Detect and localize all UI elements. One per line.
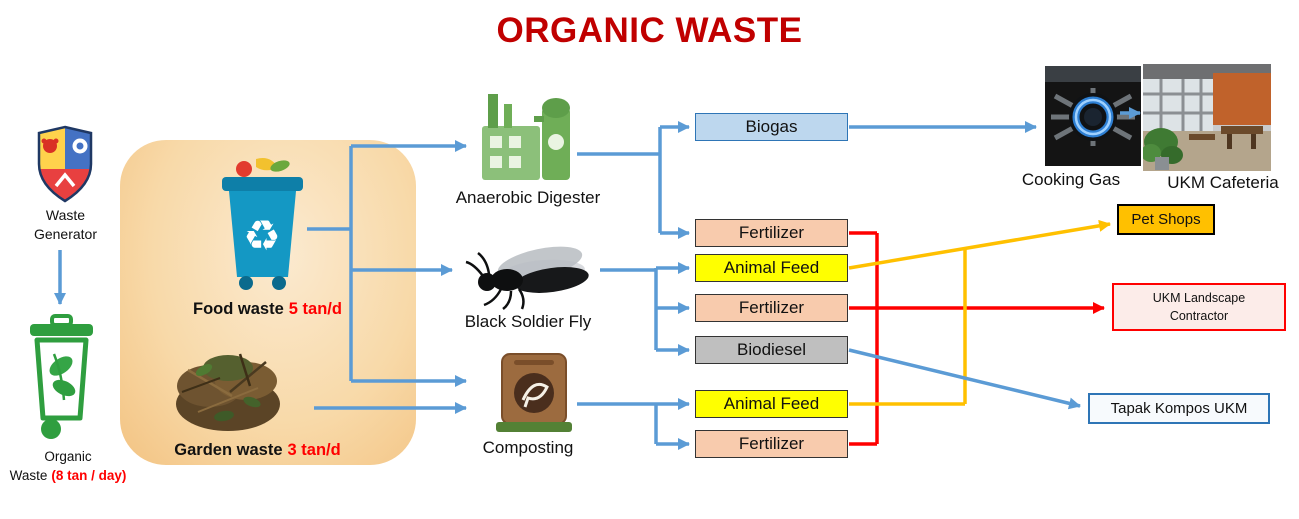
- ukm-landscape-contractor-box: UKM Landscape Contractor: [1112, 283, 1286, 331]
- fertilizer-bsf-box: Fertilizer: [695, 294, 848, 322]
- fertilizer-to-landscape-arrows: [849, 231, 1105, 446]
- anaerobic-digester-icon: [478, 86, 576, 182]
- animal-feed-compost-box: Animal Feed: [695, 390, 848, 418]
- page-title: ORGANIC WASTE: [496, 11, 803, 50]
- composting-label: Composting: [482, 438, 574, 457]
- biogas-box: Biogas: [695, 113, 848, 141]
- organic-bin-icon: [24, 314, 99, 444]
- ukm-landscape-line1: UKM Landscape: [1152, 290, 1246, 305]
- waste-generator-line1: Waste: [45, 207, 86, 223]
- biodiesel-box: Biodiesel: [695, 336, 848, 364]
- fertilizer-compost-box: Fertilizer: [695, 430, 848, 458]
- garden-waste-text: Garden waste: [174, 441, 283, 459]
- garden-waste-icon: [170, 340, 286, 436]
- animal-feed-to-pet-shops-arrows: [848, 219, 1111, 406]
- food-waste-label: Food waste 5 tan/d: [150, 300, 385, 319]
- organic-waste-line2: Waste: [9, 467, 48, 483]
- ukm-cafeteria-icon: [1143, 64, 1271, 171]
- black-soldier-fly-label: Black Soldier Fly: [464, 312, 592, 331]
- anaerobic-digester-label: Anaerobic Digester: [455, 188, 601, 207]
- black-soldier-fly-icon: [458, 230, 598, 312]
- cooking-gas-icon: [1045, 66, 1141, 166]
- composting-icon: [494, 352, 574, 434]
- fertilizer-ad-box: Fertilizer: [695, 219, 848, 247]
- food-waste-bin-icon: ♻: [220, 153, 305, 293]
- garden-waste-label: Garden waste 3 tan/d: [140, 441, 375, 460]
- organic-waste-line1: Organic: [44, 449, 92, 464]
- waste-generator-label: Waste Generator: [8, 206, 123, 244]
- organic-waste-rate: (8 tan / day): [51, 467, 127, 483]
- waste-generator-line2: Generator: [33, 225, 98, 242]
- ukm-landscape-line2: Contractor: [1169, 309, 1229, 323]
- cooking-gas-label: Cooking Gas: [1021, 170, 1121, 189]
- pet-shops-box: Pet Shops: [1117, 204, 1215, 235]
- animal-feed-bsf-box: Animal Feed: [695, 254, 848, 282]
- organic-waste-label: Organic Waste (8 tan / day): [0, 448, 136, 486]
- svg-text:♻: ♻: [243, 211, 281, 260]
- food-waste-rate: 5 tan/d: [288, 300, 342, 318]
- garden-waste-rate: 3 tan/d: [287, 441, 341, 459]
- ukm-cafeteria-label: UKM Cafeteria: [1167, 173, 1279, 192]
- tapak-kompos-ukm-box: Tapak Kompos UKM: [1088, 393, 1270, 424]
- ukm-crest-icon: [34, 124, 96, 204]
- food-waste-text: Food waste: [193, 300, 284, 318]
